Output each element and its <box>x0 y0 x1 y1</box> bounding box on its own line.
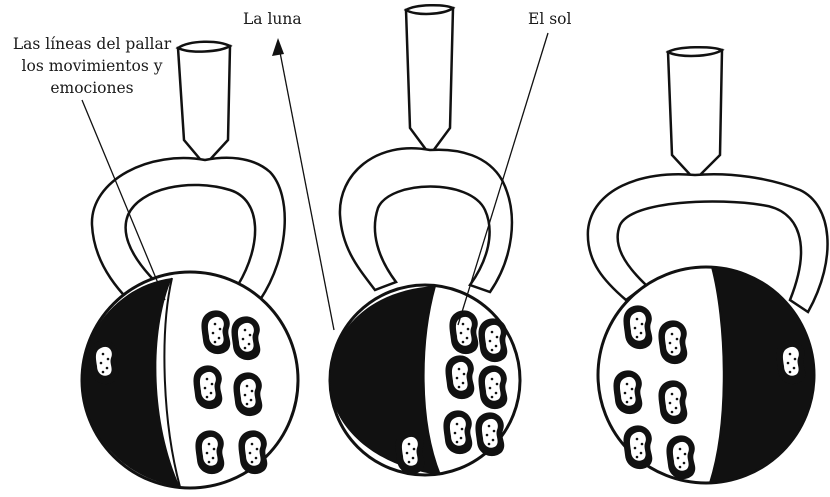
label-moon: La luna <box>243 8 302 30</box>
label-pallar-line-1: Las líneas del pallar <box>6 33 178 55</box>
label-pallar-line-3: emociones <box>6 77 178 99</box>
label-pallar-lines: Las líneas del pallar los movimientos y … <box>6 33 178 99</box>
stirrup-vessel-left <box>82 42 298 488</box>
arrowhead-luna <box>272 38 284 56</box>
label-pallar-line-2: los movimientos y <box>6 55 178 77</box>
leader-line-luna <box>278 42 334 330</box>
stirrup-vessel-right <box>588 47 828 483</box>
stirrup-vessel-center <box>330 5 520 475</box>
label-sun: El sol <box>528 8 571 30</box>
